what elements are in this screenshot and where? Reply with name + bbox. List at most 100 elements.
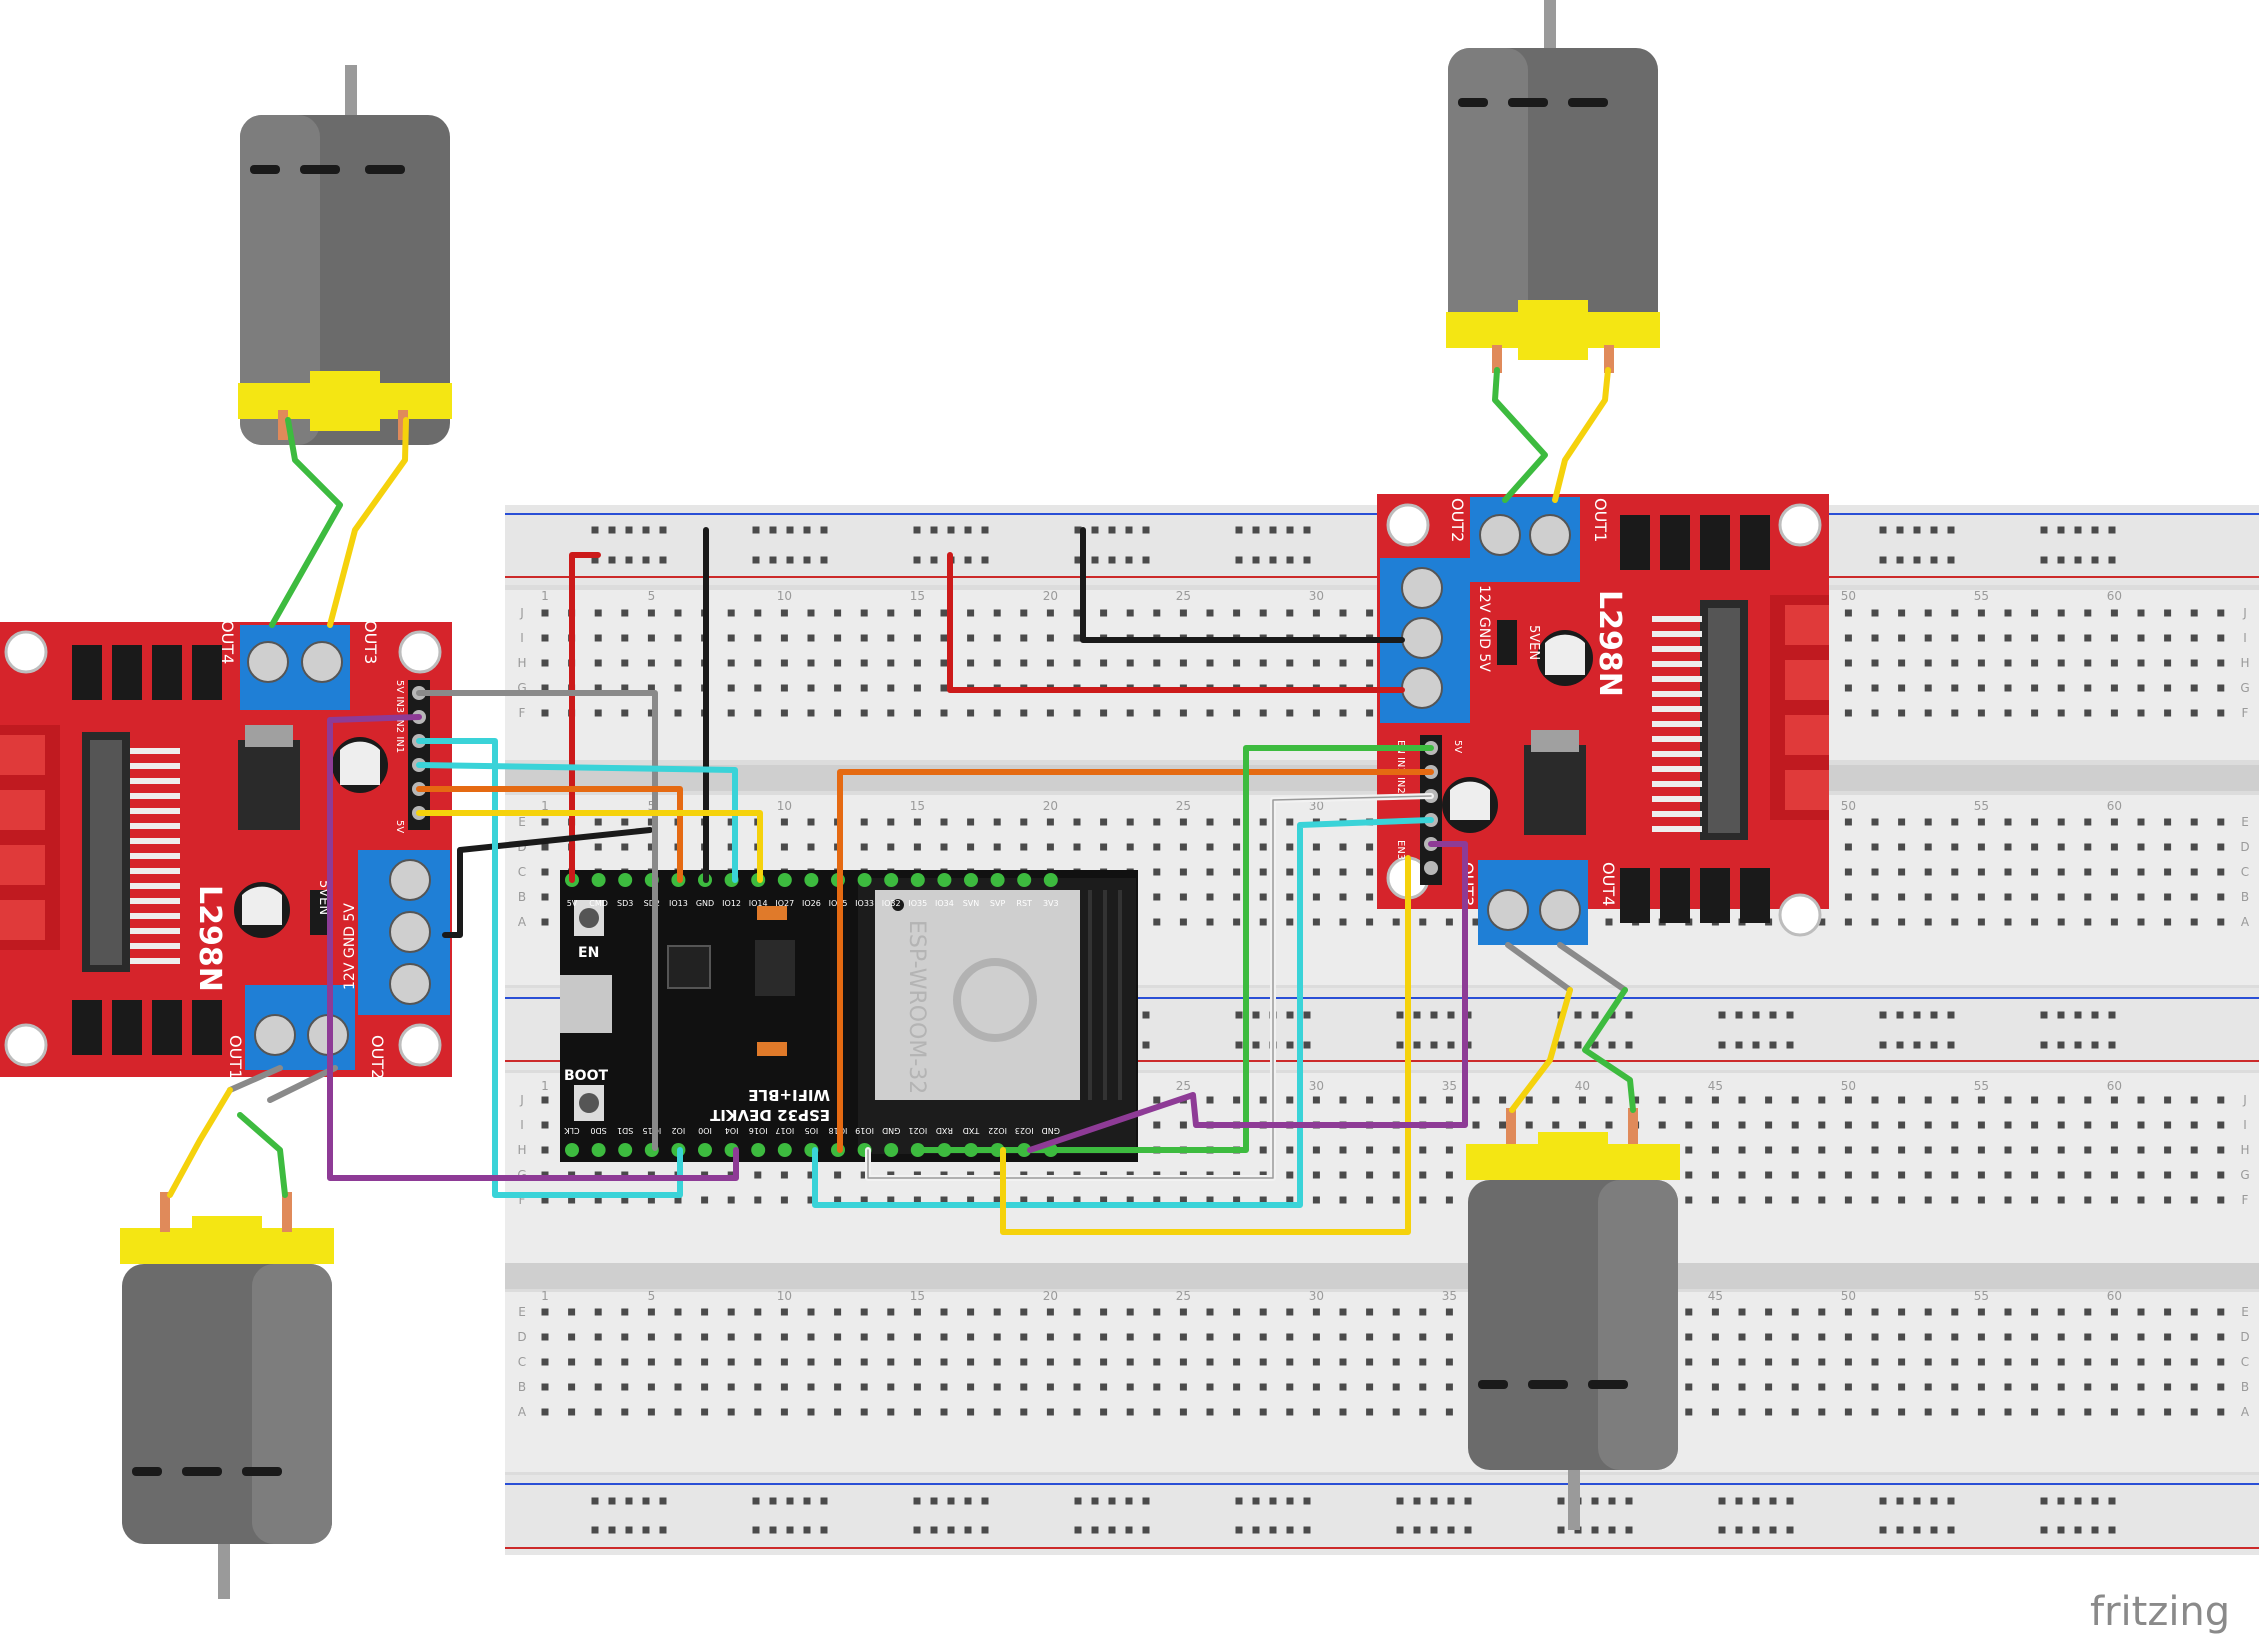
power-rail-hole: [786, 526, 794, 534]
breadboard-hole: [754, 659, 762, 667]
breadboard-hole: [887, 609, 895, 617]
breadboard-hole: [887, 634, 895, 642]
breadboard-hole: [1259, 1196, 1267, 1204]
power-rail-hole: [1718, 1497, 1726, 1505]
dc-motor-top-right: [1446, 0, 1660, 373]
breadboard-hole: [1871, 1333, 1879, 1341]
esp-pin-io26[interactable]: [804, 873, 819, 887]
esp-pin-sd0[interactable]: [591, 1143, 606, 1157]
column-number: 25: [1176, 589, 1191, 603]
breadboard-hole: [1924, 1096, 1932, 1104]
breadboard-hole: [1765, 1196, 1773, 1204]
breadboard-hole: [647, 1383, 655, 1391]
breadboard-hole: [2084, 609, 2092, 617]
breadboard-hole: [1339, 893, 1347, 901]
breadboard-hole: [1046, 1383, 1054, 1391]
esp-pin-io27[interactable]: [777, 873, 792, 887]
breadboard-hole: [1286, 1333, 1294, 1341]
breadboard-hole: [674, 709, 682, 717]
breadboard-hole: [1233, 659, 1241, 667]
column-number: 1: [541, 589, 549, 603]
breadboard-hole: [780, 709, 788, 717]
breadboard-hole: [1126, 659, 1134, 667]
breadboard-hole: [1977, 1408, 1985, 1416]
breadboard-hole: [2057, 868, 2065, 876]
esp-pin-rst[interactable]: [1017, 873, 1032, 887]
breadboard-hole: [1126, 1383, 1134, 1391]
breadboard-hole: [2004, 818, 2012, 826]
power-rail-hole: [625, 556, 633, 564]
esp-pin-3v3[interactable]: [1043, 873, 1058, 887]
power-rail-hole: [1879, 526, 1887, 534]
breadboard-hole: [2164, 1121, 2172, 1129]
esp-pin-io35[interactable]: [910, 873, 925, 887]
power-rail-hole: [2108, 1011, 2116, 1019]
breadboard-hole: [1153, 1358, 1161, 1366]
breadboard-hole: [1286, 659, 1294, 667]
breadboard-hole: [1924, 1358, 1932, 1366]
breadboard-hole: [1312, 918, 1320, 926]
esp-pin-label: IO34: [935, 899, 954, 908]
breadboard-hole: [1924, 843, 1932, 851]
power-rail-hole: [1557, 1526, 1565, 1534]
esp-pin-io0[interactable]: [698, 1143, 712, 1157]
esp-pin-svn[interactable]: [964, 873, 978, 887]
breadboard-hole: [2110, 1308, 2118, 1316]
power-rail-hole: [1269, 1526, 1277, 1534]
power-rail-hole: [591, 1497, 599, 1505]
breadboard-hole: [1738, 1333, 1746, 1341]
breadboard-hole: [727, 1383, 735, 1391]
breadboard-hole: [2110, 709, 2118, 717]
esp-pin-svp[interactable]: [990, 873, 1005, 887]
l298n-driver-right: L298N OUT2 OUT1 OUT3 OUT4 12V GND 5V 5VE…: [1377, 494, 1829, 945]
esp-pin-io34[interactable]: [937, 873, 952, 887]
esp-pin-label: IO15: [642, 1126, 661, 1135]
esp-pin-gnd[interactable]: [884, 1143, 899, 1157]
breadboard-hole: [967, 634, 975, 642]
esp-pin-io17[interactable]: [777, 1143, 792, 1157]
breadboard-hole: [727, 634, 735, 642]
breadboard-hole: [2031, 1196, 2039, 1204]
esp-pin-sd3[interactable]: [618, 873, 633, 887]
breadboard-hole: [1951, 1358, 1959, 1366]
esp-module-label: ESP-WROOM-32: [904, 920, 929, 1094]
breadboard-hole: [2137, 818, 2145, 826]
power-rail-hole: [769, 1526, 777, 1534]
esp-pin-io32[interactable]: [884, 873, 899, 887]
esp-pin-sd1[interactable]: [618, 1143, 633, 1157]
power-rail-hole: [752, 526, 760, 534]
column-number: 25: [1176, 1079, 1191, 1093]
esp-pin-io33[interactable]: [857, 873, 872, 887]
esp-title: ESP32 DEVKIT: [709, 1106, 830, 1124]
breadboard-hole: [647, 659, 655, 667]
esp-pin-clk[interactable]: [565, 1143, 579, 1157]
breadboard-hole: [2137, 893, 2145, 901]
breadboard-hole: [807, 1383, 815, 1391]
breadboard-hole: [1073, 1408, 1081, 1416]
breadboard-hole: [1233, 918, 1241, 926]
breadboard-hole: [1791, 1171, 1799, 1179]
breadboard-hole: [1339, 1383, 1347, 1391]
breadboard-hole: [1844, 1121, 1852, 1129]
wire-orange-right: [837, 769, 1434, 1153]
column-number: 30: [1309, 1289, 1324, 1303]
power-rail-hole: [591, 526, 599, 534]
breadboard-hole: [1791, 1333, 1799, 1341]
esp-pin-label: IO17: [775, 1126, 794, 1135]
breadboard-hole: [940, 684, 948, 692]
breadboard-hole: [1153, 659, 1161, 667]
breadboard-hole: [1179, 1383, 1187, 1391]
power-rail-hole: [2108, 1041, 2116, 1049]
column-number: 5: [648, 799, 656, 813]
breadboard-hole: [701, 1358, 709, 1366]
esp-pin-cmd[interactable]: [591, 873, 606, 887]
breadboard-hole: [1818, 1308, 1826, 1316]
breadboard-hole: [2190, 868, 2198, 876]
breadboard-hole: [807, 818, 815, 826]
breadboard-hole: [2084, 1308, 2092, 1316]
breadboard-hole: [1924, 1383, 1932, 1391]
power-rail-hole: [1142, 526, 1150, 534]
esp-pin-label: GND: [696, 899, 714, 908]
breadboard-hole: [1046, 634, 1054, 642]
esp-pin-io16[interactable]: [751, 1143, 766, 1157]
